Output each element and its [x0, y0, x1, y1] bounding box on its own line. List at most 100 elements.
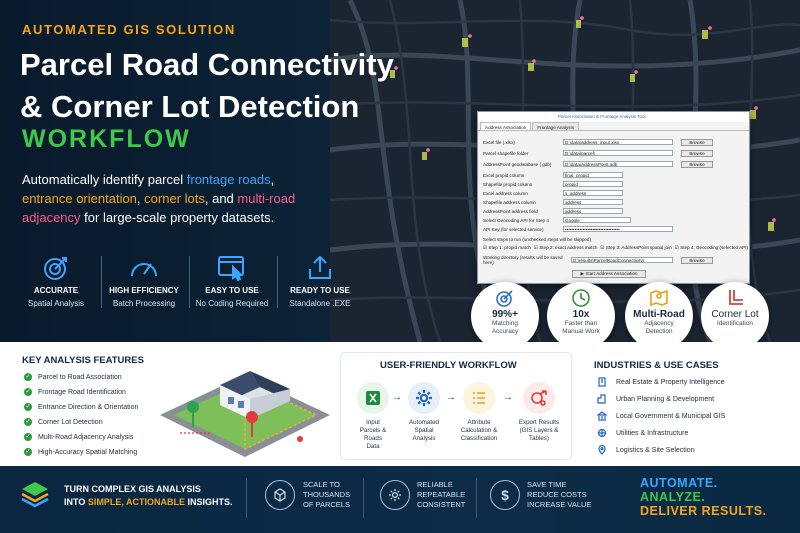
- stat-accuracy: 99%+ Matching Accuracy: [471, 282, 539, 350]
- feature-subtitle: Spatial Analysis: [27, 299, 85, 308]
- industries-title: INDUSTRIES & USE CASES: [594, 360, 719, 371]
- industry-item: Urban Planning & Development: [596, 394, 714, 404]
- desc-text: for large-scale property datasets.: [80, 210, 275, 225]
- step-2-checkbox[interactable]: ☑ Step 2: exact address match: [533, 245, 598, 250]
- divider: [476, 478, 477, 518]
- bottom-text: INSIGHTS.: [185, 497, 233, 507]
- feature-title: HIGH EFFICIENCY: [109, 286, 179, 295]
- stat-line: RELIABLE: [417, 480, 453, 489]
- stat-label: Manual Work: [562, 328, 600, 335]
- divider: [101, 256, 102, 308]
- field-label: Shapefile propid column: [483, 181, 533, 187]
- feature-list-item: ✓Frontage Road Identification: [24, 388, 126, 396]
- check-icon: ✓: [24, 373, 32, 381]
- city-icon: [596, 394, 608, 404]
- workflow-step-export: Export Results(GIS Layers &Tables): [512, 382, 566, 443]
- field-label: API Key (for selected service): [483, 226, 544, 232]
- form-row: Working directory (results will be saved…: [483, 255, 713, 265]
- slogan-line: ANALYZE.: [640, 490, 706, 504]
- field-label: Select Geocoding API for Step 4: [483, 217, 549, 223]
- field-label: Shapefile address column: [483, 199, 536, 205]
- feature-efficiency: HIGH EFFICIENCY Batch Processing: [100, 252, 188, 308]
- government-icon: [596, 411, 608, 421]
- stat-value: Corner Lot: [711, 309, 759, 320]
- stat-label: Accuracy: [491, 328, 519, 335]
- export-icon: [523, 382, 555, 414]
- start-button-label: Start Address Association: [585, 271, 638, 276]
- step-label: Data: [366, 443, 380, 450]
- app-window: Parcel Association & Frontage Analysis T…: [477, 111, 750, 284]
- divider: [277, 256, 278, 308]
- speedometer-icon: [100, 252, 188, 284]
- workflow-title: USER-FRIENDLY WORKFLOW: [380, 360, 517, 371]
- feature-ready: READY TO USE Standalone .EXE: [276, 252, 364, 308]
- feature-label: Entrance Direction & Orientation: [38, 403, 139, 411]
- stat-label: Identification: [717, 320, 753, 327]
- gear-icon: [408, 382, 440, 414]
- industry-item: Utilities & Infrastructure: [596, 428, 688, 438]
- slogan-line: DELIVER RESULTS.: [640, 504, 767, 518]
- stat-label: Matching: [492, 320, 518, 327]
- stat-multiroad: Multi-Road Adjacency Detection: [625, 282, 693, 350]
- feature-label: Frontage Road Identification: [38, 388, 126, 396]
- stat-line: REPEATABLE: [417, 490, 466, 499]
- stat-speed: 10x Faster than Manual Work: [547, 282, 615, 350]
- workdir-input[interactable]: D:\results\ParcelRoadConnectivity\: [571, 257, 673, 263]
- stat-line: SAVE TIME: [527, 480, 567, 489]
- desc-highlight: frontage roads: [186, 172, 271, 187]
- feature-easy: EASY TO USE No Coding Required: [188, 252, 276, 308]
- excel-file-input[interactable]: D:\data\address_input.xlsx: [563, 139, 673, 145]
- shape-address-input[interactable]: address: [563, 199, 623, 205]
- shape-propid-input[interactable]: propid: [563, 181, 623, 187]
- parcel-folder-input[interactable]: D:\data\parcel\: [563, 150, 673, 156]
- check-icon: ✓: [24, 448, 32, 456]
- desc-text: Automatically identify parcel: [22, 172, 187, 187]
- geocoding-api-select[interactable]: Google: [563, 217, 631, 223]
- industry-label: Local Government & Municipal GIS: [616, 412, 726, 420]
- field-label: AddressPoint geodatabase (.gdb): [483, 161, 552, 167]
- stat-label: Adjacency: [644, 320, 674, 327]
- stat-label: Detection: [645, 328, 673, 335]
- api-key-input[interactable]: ••••••••••••••••••••••••••••••••••: [563, 226, 673, 232]
- form-row: Select Geocoding API for Step 4 Google: [483, 217, 631, 223]
- browse-button[interactable]: Browse: [681, 149, 713, 157]
- feature-list-item: ✓Multi-Road Adjacency Analysis: [24, 433, 133, 441]
- field-label: Working directory (results will be saved…: [483, 255, 563, 265]
- industry-label: Logistics & Site Selection: [616, 446, 695, 454]
- form-row: Shapefile address column address: [483, 199, 623, 205]
- browse-button[interactable]: Browse: [681, 160, 713, 168]
- stat-line: INCREASE VALUE: [527, 500, 592, 509]
- step-label: Attribute: [467, 419, 491, 426]
- excel-propid-input[interactable]: final_propid: [563, 172, 623, 178]
- excel-address-input[interactable]: s_address: [563, 190, 623, 196]
- industry-item: Logistics & Site Selection: [596, 445, 695, 455]
- divider: [189, 256, 190, 308]
- step-4-checkbox[interactable]: ☑ Step 4: Geocoding (selected API): [674, 245, 749, 250]
- feature-label: Parcel to Road Association: [38, 373, 122, 381]
- step-1-checkbox[interactable]: ☑ Step 1: propid match: [483, 245, 531, 250]
- form-row: Shapefile propid column propid: [483, 181, 623, 187]
- step-3-checkbox[interactable]: ☑ Step 3: AddressPoint spatial join: [600, 245, 672, 250]
- step-label: Step 1: propid match: [488, 245, 531, 250]
- stat-value: Multi-Road: [633, 309, 685, 320]
- stat-line: CONSISTENT: [417, 500, 466, 509]
- addresspoint-field-input[interactable]: address: [563, 208, 623, 214]
- corner-icon: [701, 288, 769, 308]
- stat-line: SCALE TO: [303, 480, 340, 489]
- stat-line: THOUSANDS: [303, 490, 351, 499]
- dollar-glyph: $: [501, 487, 509, 503]
- step-label: Parcels & Roads: [359, 427, 387, 442]
- arrow-icon: →: [392, 392, 402, 403]
- tab-address-association[interactable]: Address Association: [480, 122, 532, 130]
- start-address-association-button[interactable]: ▶ Start Address Association: [572, 270, 646, 278]
- browse-button[interactable]: Browse: [681, 138, 713, 146]
- workflow-heading: WORKFLOW: [22, 125, 191, 153]
- gdb-input[interactable]: D:\data\AddressPoint.gdb: [563, 161, 673, 167]
- stat-line: OF PARCELS: [303, 500, 350, 509]
- target-icon: [12, 252, 100, 284]
- tab-frontage-analysis[interactable]: Frontage Analysis: [532, 122, 579, 130]
- browse-button[interactable]: Browse: [681, 256, 713, 264]
- step-label: Tables): [529, 435, 549, 442]
- form-row: Excel file (.xlsx)D:\data\address_input.…: [483, 138, 713, 146]
